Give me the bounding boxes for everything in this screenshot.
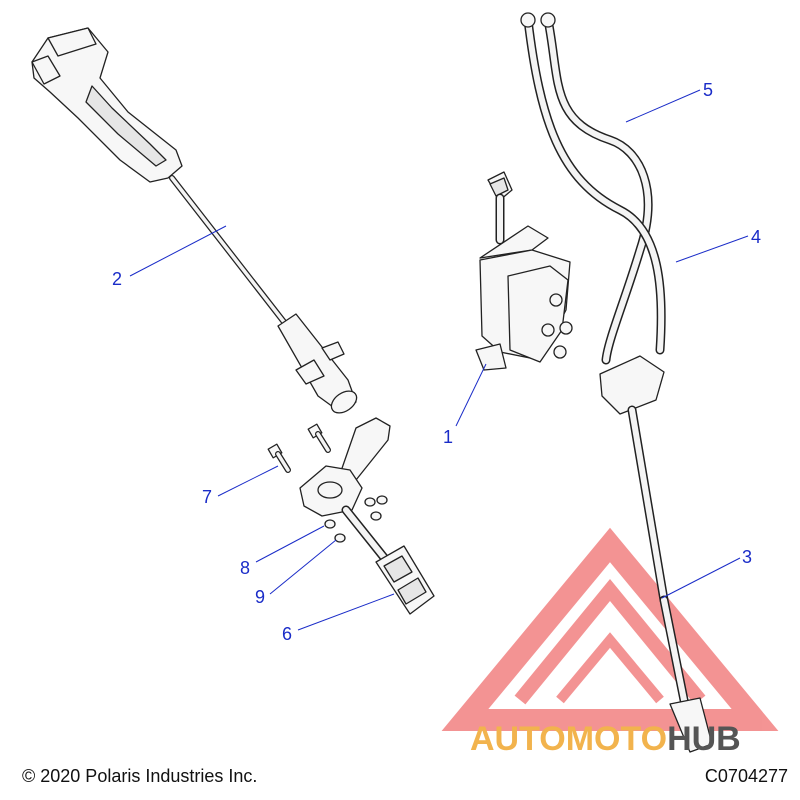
watermark-word-part1: AUTOMOTO xyxy=(470,720,667,758)
callout-1: 1 xyxy=(443,427,453,447)
callout-5: 5 xyxy=(703,80,713,100)
part-9-nut xyxy=(334,533,346,543)
part-4-cable xyxy=(520,12,666,355)
leader-line-2 xyxy=(129,225,227,277)
part-1-module xyxy=(475,171,573,371)
watermark-logo xyxy=(441,527,779,731)
leader-line-9 xyxy=(269,539,337,595)
part-6-sensor-bracket xyxy=(299,417,435,615)
leader-lines xyxy=(129,89,749,631)
callout-2: 2 xyxy=(112,269,122,289)
leader-line-6 xyxy=(297,593,395,631)
leader-line-3 xyxy=(661,557,741,599)
callout-3: 3 xyxy=(742,547,752,567)
callout-9: 9 xyxy=(255,587,265,607)
leader-line-7 xyxy=(217,465,279,497)
callout-6: 6 xyxy=(282,624,292,644)
leader-line-5 xyxy=(625,89,701,123)
copyright-text: © 2020 Polaris Industries Inc. xyxy=(22,766,258,786)
part-8-washer xyxy=(324,519,336,529)
callouts: 1 2 3 4 5 6 7 8 9 xyxy=(112,80,761,644)
leader-line-8 xyxy=(255,525,325,563)
leader-line-4 xyxy=(675,235,749,263)
watermark-m-stroke xyxy=(556,632,664,704)
watermark-word-part2: HUB xyxy=(667,720,741,758)
diagram-part-code: C0704277 xyxy=(704,766,788,786)
part-7-screws xyxy=(267,423,331,473)
watermark-wordmark: AUTOMOTOHUB xyxy=(470,720,741,758)
part-2-handle-cable xyxy=(31,27,358,414)
leader-line-1 xyxy=(455,363,487,427)
part-5-cable xyxy=(540,12,653,365)
callout-4: 4 xyxy=(751,227,761,247)
watermark-triangle-outer xyxy=(441,527,779,731)
part-3-cable xyxy=(599,355,713,753)
watermark-triangle-inner xyxy=(514,578,706,705)
callout-7: 7 xyxy=(202,487,212,507)
callout-8: 8 xyxy=(240,558,250,578)
